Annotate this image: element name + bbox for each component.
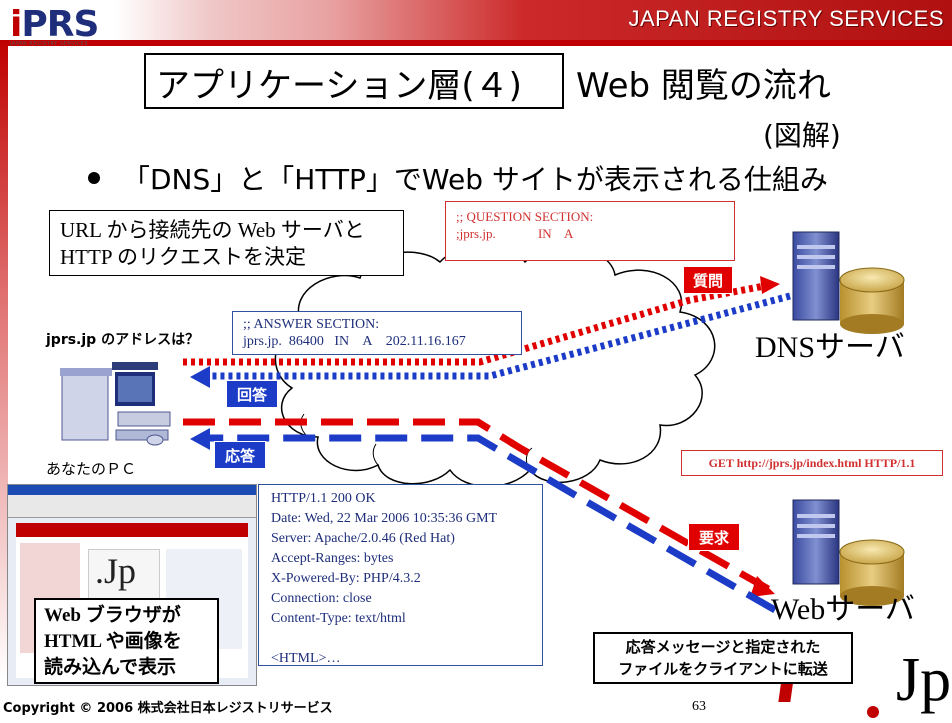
- address-query-label: jprs.jp のアドレスは？: [46, 332, 200, 348]
- slide-title-sub: (図解): [763, 119, 841, 152]
- header-bar: [0, 0, 952, 40]
- question-label: 質問: [683, 266, 733, 294]
- http-line: HTTP/1.1 200 OK: [271, 491, 376, 506]
- bullet-text: 「DNS」と「HTTP」でWeb サイトが表示される仕組み: [122, 163, 828, 196]
- answer-line2: jprs.jp. 86400 IN A 202.11.16.167: [243, 334, 466, 349]
- http-line: Connection: close: [271, 591, 372, 606]
- response-caption: 応答メッセージと指定された ファイルをクライアントに転送: [593, 632, 853, 684]
- bullet-dot: [88, 172, 100, 184]
- browser-toolbar: [8, 495, 256, 518]
- org-name: JAPAN REGISTRY SERVICES: [628, 6, 944, 31]
- http-request-line: [183, 418, 772, 594]
- request-label: 要求: [688, 523, 740, 551]
- http-line: Server: Apache/2.0.46 (Red Hat): [271, 531, 455, 546]
- http-response-arrowhead: [190, 428, 210, 450]
- web-server-icon: [792, 499, 905, 606]
- browser-titlebar: [8, 485, 256, 495]
- http-line: <HTML>…: [271, 651, 341, 666]
- url-note-line2: HTTP のリクエストを決定: [60, 245, 306, 269]
- your-pc-label: あなたのＰＣ: [46, 460, 137, 478]
- http-line: Date: Wed, 22 Mar 2006 10:35:36 GMT: [271, 511, 498, 526]
- browser-caption-line2: HTML や画像を: [44, 631, 182, 652]
- http-request-arrowhead: [750, 576, 775, 597]
- copyright: Copyright © 2006 株式会社日本レジストリサービス: [3, 701, 333, 716]
- dns-server-icon: [792, 231, 905, 334]
- brand-logo-text: PRS: [21, 4, 99, 45]
- jprs-logo: iPRS JAPAN REGISTRY SERVICES: [10, 4, 110, 62]
- header-divider: [0, 40, 952, 46]
- slide-title-left: アプリケーション層(４): [156, 66, 522, 106]
- url-note-box: URL から接続先の Web サーバと HTTP のリクエストを決定: [49, 210, 404, 276]
- page-number: 63: [692, 699, 706, 714]
- http-line: Content-Type: text/html: [271, 611, 406, 626]
- response-label: 応答: [214, 441, 266, 469]
- response-caption-line1: 応答メッセージと指定された: [625, 638, 821, 656]
- bullet-point: 「DNS」と「HTTP」でWeb サイトが表示される仕組み: [88, 158, 828, 198]
- question-line2: ;jprs.jp. IN A: [456, 226, 574, 241]
- brand-logo-sub: JAPAN REGISTRY SERVICES: [10, 41, 89, 47]
- http-response-line: [205, 434, 777, 614]
- browser-caption-line1: Web ブラウザが: [44, 605, 181, 626]
- dns-server-label: DNSサーバ: [755, 331, 905, 364]
- http-line: X-Powered-By: PHP/4.3.2: [271, 571, 421, 586]
- slide-title-right: Web 閲覧の流れ: [576, 66, 831, 106]
- side-accent: [0, 40, 8, 680]
- get-request-box: GET http://jprs.jp/index.html HTTP/1.1: [681, 450, 943, 476]
- dns-question-box: ;; QUESTION SECTION: ;jprs.jp. IN A: [445, 201, 735, 261]
- svg-text:Jp: Jp: [896, 646, 951, 714]
- answer-line1: ;; ANSWER SECTION:: [243, 317, 380, 332]
- title-frame: [144, 53, 564, 109]
- http-response-box: HTTP/1.1 200 OK Date: Wed, 22 Mar 2006 1…: [258, 484, 543, 666]
- dns-answer-arrowhead: [190, 366, 210, 388]
- dns-query-arrowhead: [760, 276, 780, 294]
- response-caption-line2: ファイルをクライアントに転送: [618, 660, 828, 678]
- question-line1: ;; QUESTION SECTION:: [456, 209, 594, 224]
- http-line: [271, 629, 530, 649]
- browser-caption-line3: 読み込んで表示: [44, 657, 177, 678]
- answer-label: 回答: [226, 380, 278, 408]
- pc-icon: [60, 362, 171, 446]
- http-line: Accept-Ranges: bytes: [271, 551, 394, 566]
- browser-caption: Web ブラウザが HTML や画像を 読み込んで表示: [34, 598, 219, 684]
- url-note-line1: URL から接続先の Web サーバと: [60, 218, 365, 242]
- dns-answer-box: ;; ANSWER SECTION: jprs.jp. 86400 IN A 2…: [232, 311, 522, 355]
- dns-answer-line: [205, 292, 791, 380]
- web-server-label: Webサーバ: [771, 593, 915, 626]
